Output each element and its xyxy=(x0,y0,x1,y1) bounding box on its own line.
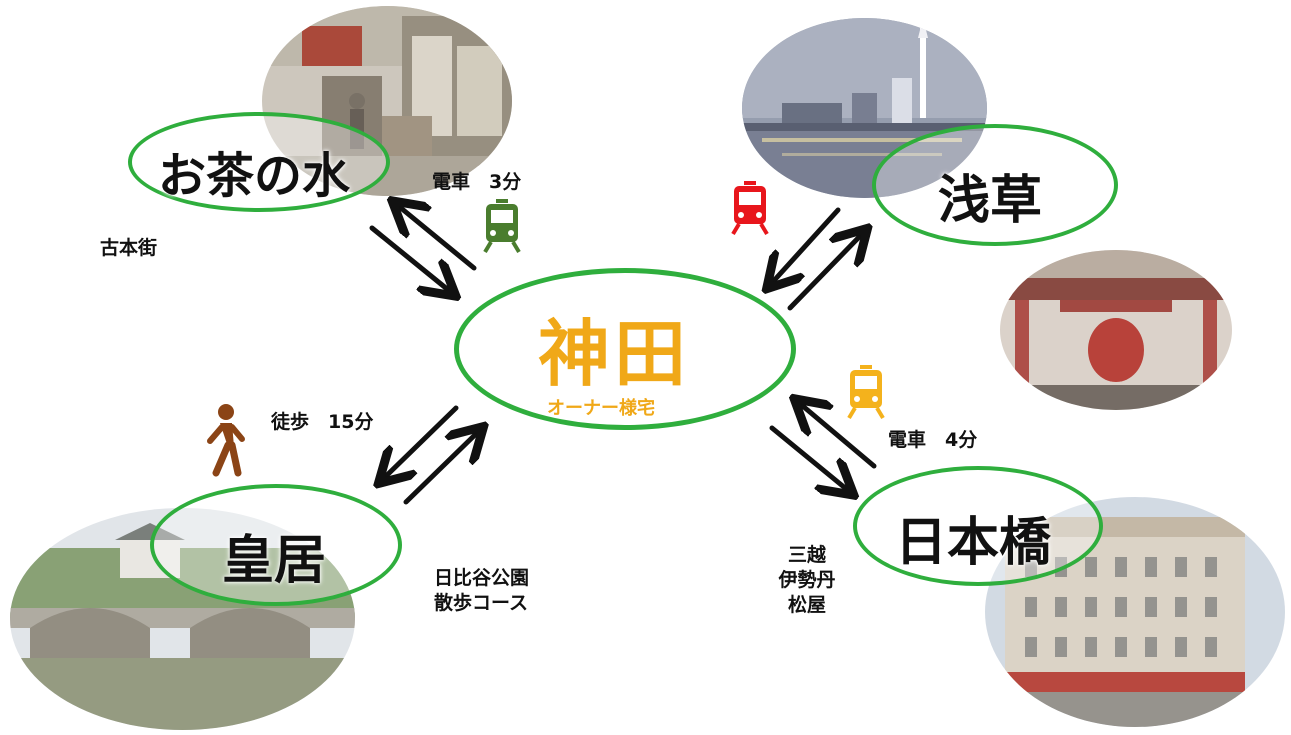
nihonbashi-note-line: 三越 xyxy=(787,544,826,566)
train-icon xyxy=(483,199,521,254)
double-arrow-icon xyxy=(382,405,459,480)
nihonbashi-transport: 電車 4分 xyxy=(888,429,978,451)
nihonbashi-note-line: 伊勢丹 xyxy=(778,569,836,591)
double-arrow-icon xyxy=(396,204,477,271)
ochanomizu-label: お茶の水 xyxy=(158,148,351,204)
kokyo-transport: 徒歩 15分 xyxy=(271,411,374,433)
double-arrow-icon xyxy=(769,425,850,492)
train-icon xyxy=(731,181,769,236)
double-arrow-icon xyxy=(403,430,480,505)
nihonbashi-label: 日本橋 xyxy=(895,513,1052,573)
center-title: 神田 xyxy=(538,312,691,396)
nihonbashi-ring xyxy=(853,466,1103,586)
nihonbashi-note: 三越 伊勢丹 松屋 xyxy=(772,543,842,618)
double-arrow-icon xyxy=(798,402,877,469)
walking-person-icon xyxy=(207,404,245,477)
kokyo-label: 皇居 xyxy=(222,531,327,591)
double-arrow-icon xyxy=(770,207,841,285)
kokyo-note: 日比谷公園 散歩コース xyxy=(434,566,529,616)
ochanomizu-note: 古本街 xyxy=(100,237,158,259)
nihonbashi-note-line: 松屋 xyxy=(787,594,826,616)
kokyo-note-line: 日比谷公園 xyxy=(434,567,530,589)
center-ring xyxy=(454,268,796,430)
double-arrow-icon xyxy=(369,225,452,293)
kokyo-ring xyxy=(150,484,402,606)
center-subtitle: オーナー様宅 xyxy=(547,398,655,419)
asakusa-label: 浅草 xyxy=(938,171,1043,231)
asakusa-ring xyxy=(872,124,1118,246)
train-icon xyxy=(847,365,885,420)
kokyo-note-line: 散歩コース xyxy=(434,592,529,614)
ochanomizu-transport: 電車 3分 xyxy=(432,171,522,193)
double-arrow-icon xyxy=(787,232,864,311)
ochanomizu-ring xyxy=(128,112,390,212)
